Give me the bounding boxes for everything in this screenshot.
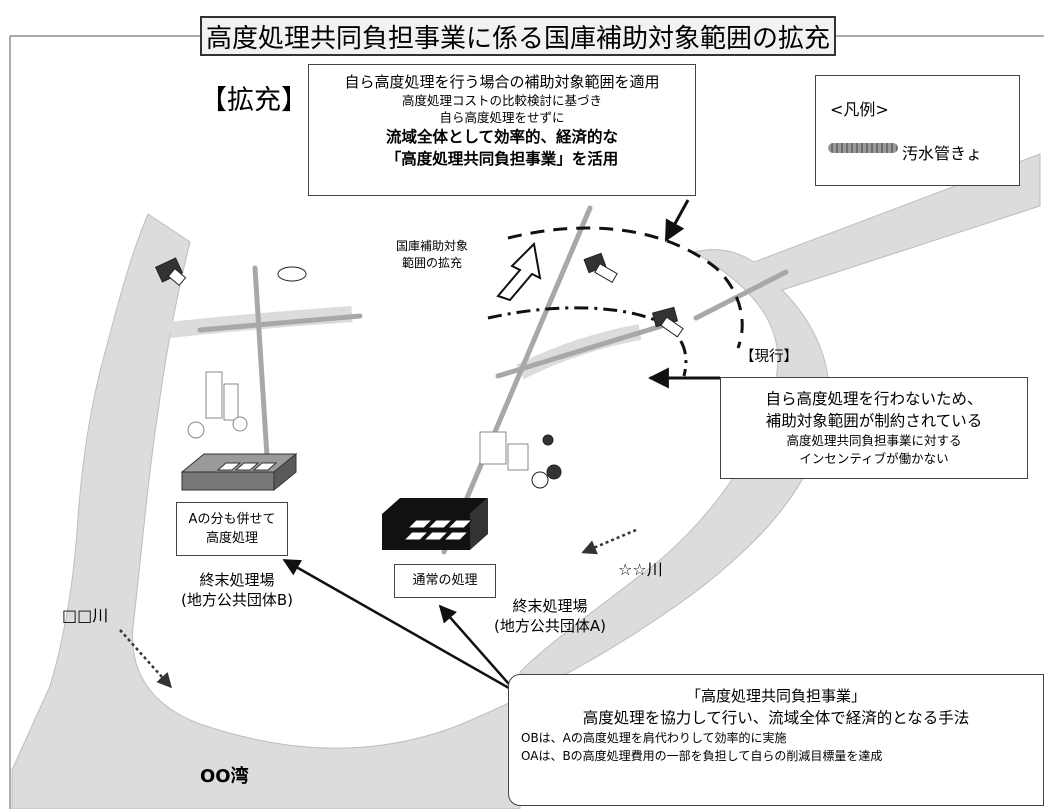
river-network [11,153,1041,809]
star-river-label: ☆☆川 [618,560,663,579]
right-callout-line-3: 高度処理共同負担事業に対する [786,433,962,448]
plant-a-title: 終末処理場 [512,597,588,615]
river-tributary [169,306,642,380]
boundary-pointer-arrow [664,199,690,242]
frame-lines [9,35,1044,809]
plant-b-name: 終末処理場 (地方公共団体B) [168,570,306,610]
top-callout-line-1: 自ら高度処理を行う場合の補助対象範囲を適用 [344,73,660,91]
plant-b-box-line-2: 高度処理 [205,531,258,546]
top-callout-line-5: 「高度処理共同負担事業」を活用 [385,150,619,168]
expanded-boundary [507,226,744,349]
right-callout-line-1: 自ら高度処理を行わないため、 [765,390,983,408]
expansion-arrow-label-line-1: 国庫補助対象 [396,239,469,253]
plant-b-box: Aの分も併せて 高度処理 [176,502,288,556]
treatment-plant-b-icon [180,452,298,492]
top-callout-line-2: 高度処理コストの比較検討に基づき [401,93,602,108]
expansion-arrow-label: 国庫補助対象 範囲の拡充 [396,238,468,272]
expansion-arrow-icon [496,241,542,302]
top-callout-line-4: 流域全体として効率的、経済的な [385,128,619,146]
legend: <凡例> 汚水管きょ [815,75,1020,186]
plant-a-name: 終末処理場 (地方公共団体A) [480,596,620,636]
sewer-pipes [197,205,789,555]
bottom-callout-title: 「高度処理共同負担事業」 [685,687,866,705]
top-callout: 自ら高度処理を行う場合の補助対象範囲を適用 高度処理コストの比較検討に基づき 自… [308,64,696,196]
expansion-arrow-label-line-2: 範囲の拡充 [402,256,463,270]
plant-a-owner: (地方公共団体A) [494,617,606,635]
cooperation-arrows [282,558,517,694]
plant-b-owner: (地方公共団体B) [181,591,293,609]
right-callout-line-2: 補助対象範囲が制約されている [765,412,983,430]
bottom-callout: 「高度処理共同負担事業」 高度処理を協力して行い、流域全体で経済的となる手法 O… [508,674,1044,806]
building-icons [187,371,529,471]
page-title: 高度処理共同負担事業に係る国庫補助対象範囲の拡充 [200,16,836,56]
square-river-flow-arrow [119,629,172,689]
sewer-pipe-legend-icon [828,143,898,153]
right-callout-line-4: インセンティブが働かない [799,451,949,466]
current-boundary [487,306,688,377]
plant-b-title: 終末処理場 [199,571,275,589]
expansion-tag: 【拡充】 [200,85,308,116]
bottom-callout-point-2: OAは、Bの高度処理費用の一部を負担して自らの削減目標量を達成 [521,749,883,763]
top-callout-line-3: 自ら高度処理をせずに [439,110,565,125]
square-river-label: □□川 [62,606,109,625]
legend-title: <凡例> [830,100,889,119]
plant-a-box: 通常の処理 [394,564,496,598]
star-river-flow-arrow [581,528,637,555]
current-tag: 【現行】 [740,349,798,365]
plant-b-box-line-1: Aの分も併せて [188,512,276,527]
legend-sewer-label: 汚水管きょ [902,144,983,163]
house-icons [154,252,684,489]
right-callout: 自ら高度処理を行わないため、 補助対象範囲が制約されている 高度処理共同負担事業… [720,377,1028,479]
treatment-plant-a-icon [382,498,488,550]
bay-label: OO湾 [200,766,249,787]
bottom-callout-point-1: OBは、Aの高度処理を肩代わりして効率的に実施 [521,731,787,745]
bottom-callout-subtitle: 高度処理を協力して行い、流域全体で経済的となる手法 [582,709,970,727]
